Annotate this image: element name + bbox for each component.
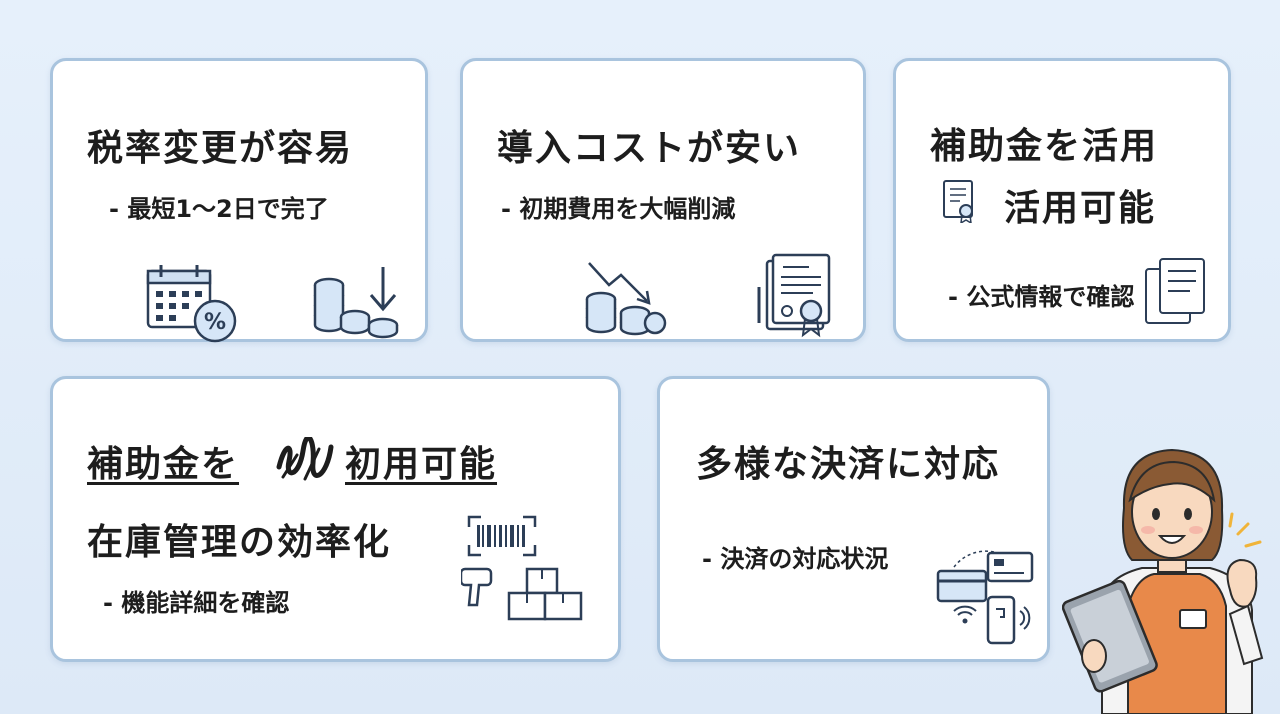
- card-subtitle: - 公式情報で確認: [948, 283, 1135, 311]
- certificate-small-icon: [943, 180, 973, 223]
- card-title-part-a: 補助金を: [87, 444, 240, 485]
- feature-card-subsidy: 補助金を活用 活用可能 - 公式情報で確認: [893, 58, 1231, 342]
- card-subtitle: - 最短1〜2日で完了: [109, 195, 329, 223]
- coins-down-icon: [313, 267, 399, 339]
- card-title: 補助金を活用: [930, 126, 1159, 167]
- scribble-icon: [276, 437, 334, 481]
- feature-card-payments: 多様な決済に対応 - 決済の対応状況: [657, 376, 1050, 662]
- staff-illustration: [1062, 448, 1264, 714]
- certificate-document-icon: [757, 253, 831, 338]
- card-subtitle: - 機能詳細を確認: [103, 589, 290, 617]
- feature-card-tax-change: 税率変更が容易 - 最短1〜2日で完了 %: [50, 58, 428, 343]
- documents-icon: [1145, 258, 1205, 324]
- card-subtitle: - 決済の対応状況: [702, 545, 889, 573]
- card-subtitle: - 初期費用を大幅削減: [501, 195, 736, 223]
- coins-chart-down-icon: [585, 262, 667, 336]
- calendar-percent-icon: %: [146, 265, 237, 343]
- card-title: 多様な決済に対応: [696, 444, 1001, 485]
- feature-card-low-cost: 導入コストが安い - 初期費用を大幅削減: [460, 58, 866, 342]
- barcode-scanner-icon: [461, 567, 493, 607]
- card-title-secondary: 在庫管理の効率化: [87, 522, 392, 563]
- card-title-secondary: 活用可能: [1004, 188, 1157, 229]
- barcode-icon: [467, 515, 537, 557]
- card-title: 税率変更が容易: [87, 128, 354, 169]
- payment-methods-icon: [936, 550, 1034, 645]
- svg-text:%: %: [204, 310, 226, 335]
- boxes-icon: [507, 567, 583, 621]
- card-title: 導入コストが安い: [497, 128, 802, 169]
- feature-card-inventory: 補助金を 初用可能 在庫管理の効率化 - 機能詳細を確認: [50, 376, 621, 662]
- card-title-part-b: 初用可能: [345, 444, 498, 485]
